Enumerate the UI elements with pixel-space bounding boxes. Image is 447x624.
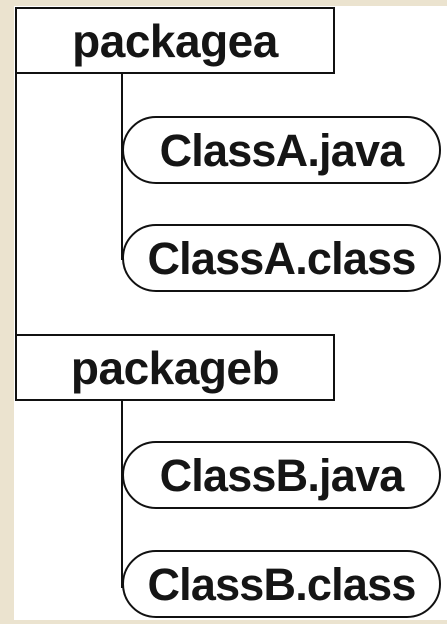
diagram-panel [14,6,447,620]
classa-java-file: ClassA.java [122,116,441,184]
classb-java-file: ClassB.java [122,441,441,509]
packageb-box: packageb [15,334,335,401]
packageb-branch-line [121,399,123,588]
package-trunk-line [15,72,17,336]
classa-class-file: ClassA.class [122,224,441,292]
packagea-branch-line [121,72,123,260]
classb-class-file: ClassB.class [122,550,441,618]
packagea-box: packagea [15,7,335,74]
